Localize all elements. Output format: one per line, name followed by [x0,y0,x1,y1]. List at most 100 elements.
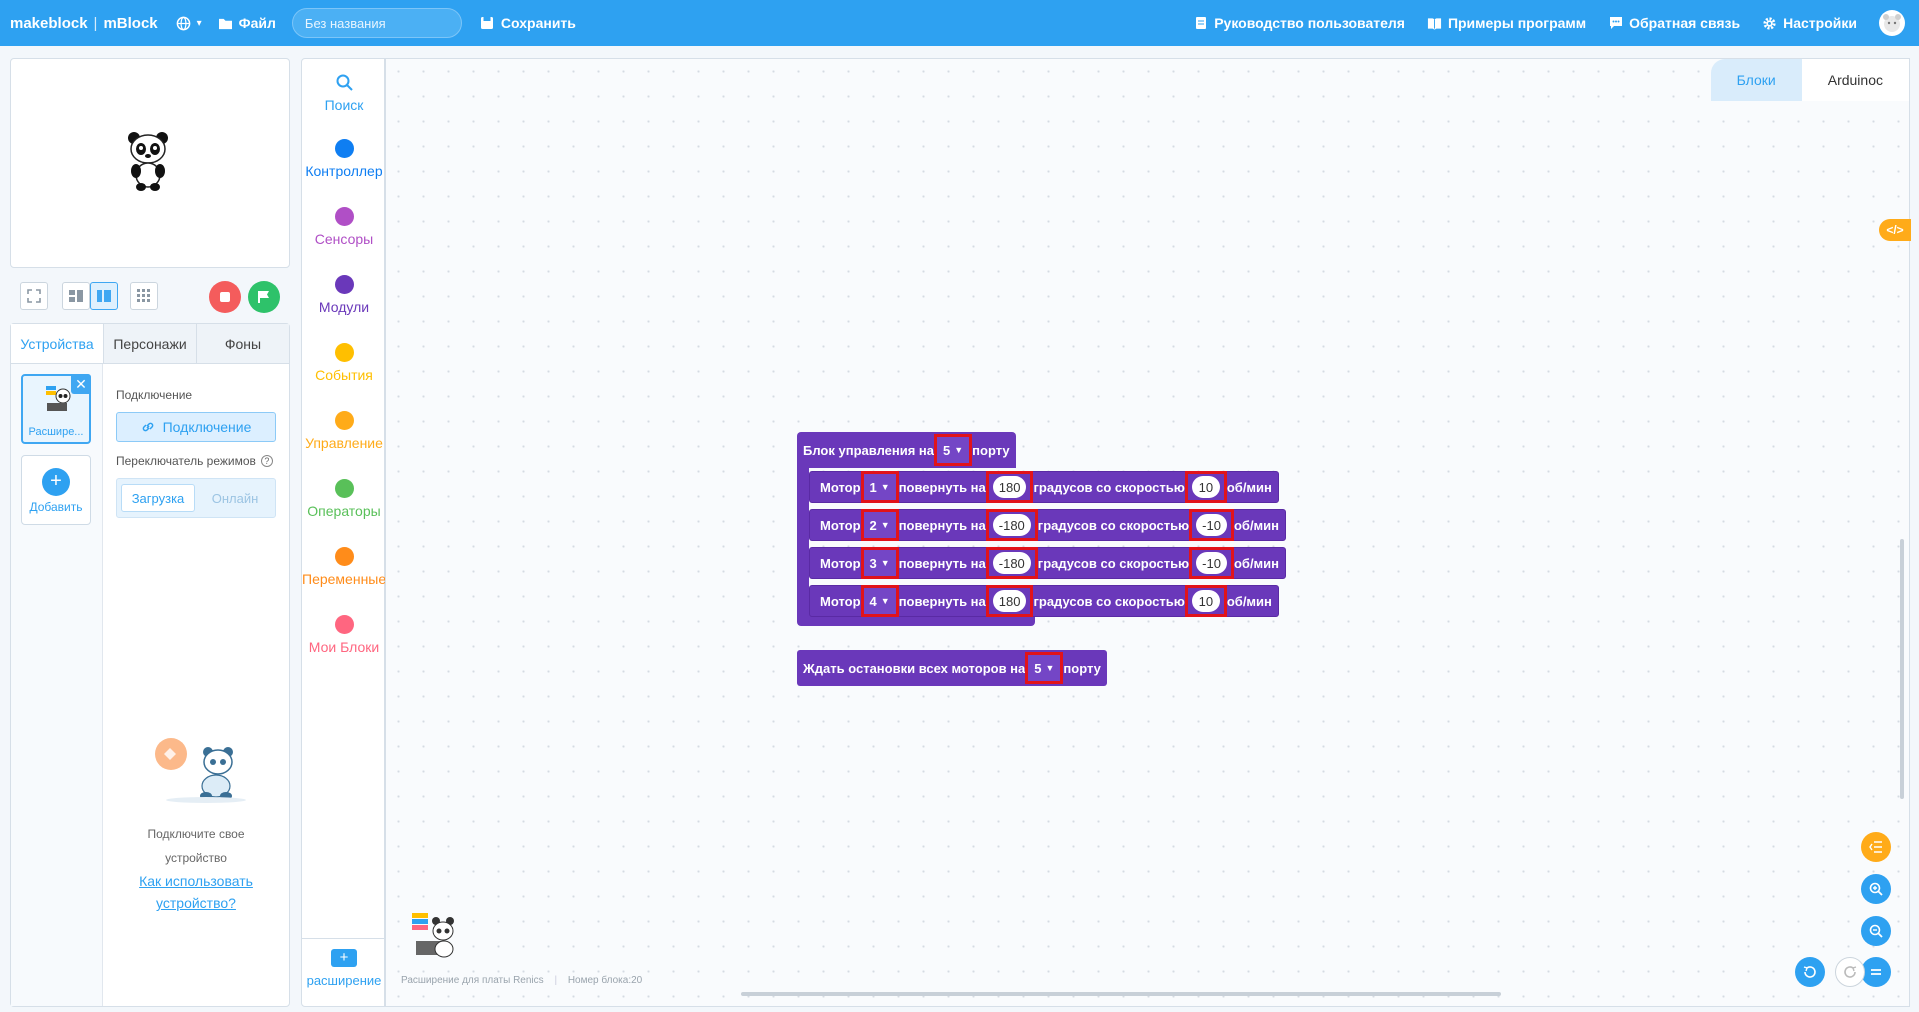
extension-button[interactable]: + расширение [302,938,386,1006]
angle-input[interactable]: -180 [992,552,1031,574]
category-sensors[interactable]: Сенсоры [302,207,386,247]
port-dropdown[interactable]: 5▼ [934,434,973,466]
collapse-code-button[interactable] [1861,832,1891,862]
green-flag-button[interactable] [248,281,280,313]
tab-arduino-code[interactable]: Arduinoc [1801,59,1909,101]
redo-icon [1844,966,1857,978]
motor-turn-block[interactable]: Мотор 1▼ повернуть на 180 градусов со ск… [809,471,1279,503]
device-info: Подключение Подключение Переключатель ре… [116,364,286,518]
block-text: повернуть на [898,555,986,571]
motor-turn-block[interactable]: Мотор 2▼ повернуть на -180 градусов со с… [809,509,1287,541]
angle-input[interactable]: -180 [992,514,1031,536]
category-label: Управление [305,435,383,451]
block-text: Ждать остановки всех моторов на [803,660,1026,676]
settings-button[interactable]: Настройки [1762,15,1857,31]
user-guide-link[interactable]: Руководство пользователя [1193,15,1405,31]
tab-backdrops[interactable]: Фоны [224,335,262,352]
extension-icon: + [331,949,357,967]
motor-dropdown[interactable]: 2▼ [860,509,899,541]
category-my-blocks[interactable]: Мои Блоки [302,615,386,655]
speed-input[interactable]: -10 [1196,514,1227,536]
stage-preview[interactable] [10,58,290,268]
mode-upload-option[interactable]: Загрузка [121,484,195,512]
c-block-arm [797,468,809,604]
dropdown-arrow-icon: ▼ [880,482,890,492]
port-dropdown[interactable]: 5▼ [1025,652,1064,684]
brand-mblock: mBlock [103,14,158,32]
speed-field-highlight: -10 [1189,509,1234,541]
how-to-link-line2[interactable]: устройство? [156,895,236,911]
category-control[interactable]: Управление [302,411,386,451]
wait-motors-block[interactable]: Ждать остановки всех моторов на 5▼ порту [797,650,1107,686]
category-operators[interactable]: Операторы [302,479,386,519]
how-to-link-line1[interactable]: Как использовать [139,873,253,889]
tab-blocks[interactable]: Блоки [1710,59,1802,101]
user-avatar[interactable] [1879,10,1905,36]
connect-button-label: Подключение [162,419,252,435]
feedback-link[interactable]: Обратная связь [1608,15,1740,31]
category-search[interactable]: Поиск [302,73,386,113]
empty-hint-line2: устройство [165,851,227,865]
category-dot-icon [334,411,354,430]
device-card[interactable]: ✕ Расшире... [21,374,91,444]
undo-button[interactable] [1795,957,1825,987]
small-stage-button[interactable] [62,282,90,310]
motor-value: 4 [869,593,877,609]
speed-input[interactable]: 10 [1191,476,1220,498]
horizontal-scrollbar[interactable] [741,992,1501,996]
category-label: Операторы [307,503,381,519]
block-text: Блок управления на [803,442,935,458]
fullscreen-button[interactable] [20,282,48,310]
category-events[interactable]: События [302,343,386,383]
category-modules[interactable]: Модули [302,275,386,315]
reset-zoom-button[interactable] [1861,957,1891,987]
angle-input[interactable]: 180 [992,476,1027,498]
folder-icon [218,16,233,31]
angle-input[interactable]: 180 [992,590,1027,612]
category-variables[interactable]: Переменные [302,547,386,587]
connect-button[interactable]: Подключение [116,412,276,442]
block-text: Мотор [820,479,861,495]
category-label: Контроллер [305,163,383,179]
block-categories: Поиск Контроллер Сенсоры Модули События … [301,58,386,1007]
redo-button[interactable] [1835,957,1865,987]
motor-dropdown[interactable]: 1▼ [860,471,899,503]
book-icon [1427,16,1442,31]
zoom-out-button[interactable] [1861,916,1891,946]
zoom-in-button[interactable] [1861,874,1891,904]
category-dot-icon [334,139,354,158]
script-workspace[interactable]: Блоки Arduinoc </> Блок управления на 5▼… [385,58,1911,1007]
speed-field-highlight: 10 [1184,585,1227,617]
flag-icon [258,291,269,303]
category-controller[interactable]: Контроллер [302,139,386,179]
add-device-button[interactable]: + Добавить [21,455,91,525]
block-text: об/мин [1233,555,1280,571]
project-name-input[interactable] [291,8,462,38]
save-button[interactable]: Сохранить [480,15,576,31]
motor-dropdown[interactable]: 3▼ [860,547,899,579]
motor-value: 1 [869,479,877,495]
stop-button[interactable] [209,281,241,313]
tab-sprites[interactable]: Персонажи [104,324,197,363]
grid-view-button[interactable] [130,282,158,310]
mode-live-option[interactable]: Онлайн [211,490,259,506]
speed-field-highlight: 10 [1184,471,1227,503]
tab-devices[interactable]: Устройства [11,324,104,363]
port-control-block[interactable]: Блок управления на 5▼ порту [797,432,1016,468]
remove-device-icon[interactable]: ✕ [71,374,91,394]
normal-stage-button[interactable] [90,282,118,310]
examples-link[interactable]: Примеры программ [1427,15,1586,31]
code-panel-toggle[interactable]: </> [1879,219,1911,241]
block-text: Мотор [820,555,861,571]
motor-dropdown[interactable]: 4▼ [860,585,899,617]
speed-input[interactable]: 10 [1191,590,1220,612]
vertical-scrollbar[interactable] [1900,539,1904,799]
motor-turn-block[interactable]: Мотор 3▼ повернуть на -180 градусов со с… [809,547,1287,579]
motor-turn-block[interactable]: Мотор 4▼ повернуть на 180 градусов со ск… [809,585,1279,617]
block-text: об/мин [1226,593,1272,609]
language-button[interactable]: ▾ [176,16,202,31]
help-icon[interactable]: ? [260,455,273,467]
speed-input[interactable]: -10 [1196,552,1227,574]
file-menu[interactable]: Файл [218,15,276,31]
top-bar: makeblock | mBlock ▾ Файл Сохранить Руко… [0,0,1919,46]
